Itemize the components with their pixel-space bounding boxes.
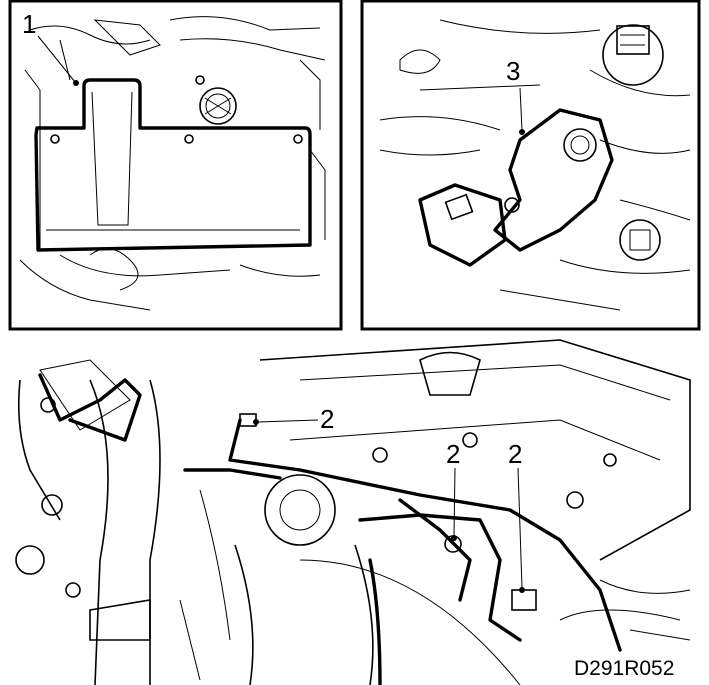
sensor-background-lines: [379, 19, 691, 311]
bracket-bolt: [504, 197, 520, 213]
callout-2-right-leader: [517, 467, 523, 589]
lower-bolt: [619, 219, 661, 261]
callout-2-right-dot: [519, 587, 525, 593]
figure-code: D291R052: [574, 657, 674, 680]
cover-ridge: [91, 91, 133, 226]
callout-2-left-leader: [257, 419, 319, 423]
clip-right: [511, 589, 537, 611]
callout-3-leader: [519, 87, 523, 131]
callout-1-leader: [37, 35, 76, 83]
clip-left: [239, 413, 257, 427]
callout-1-label: 1: [22, 9, 36, 39]
panel-engine-cover: 1: [8, 0, 343, 331]
panel-engine-overview: 2 2 2 D291R052: [15, 339, 691, 685]
callout-2-left-label: 2: [320, 404, 334, 434]
callout-1-dot: [73, 80, 79, 86]
callout-2-middle-leader: [453, 467, 456, 537]
callout-2-middle-label: 2: [446, 439, 460, 469]
engine-cover-outline: [34, 78, 312, 252]
mount-bolt: [602, 24, 664, 86]
panel-frame-top-right: [360, 0, 701, 331]
engine-overview-lines: [15, 339, 691, 685]
callout-3-label: 3: [506, 56, 520, 86]
callout-3-dot: [519, 129, 525, 135]
sensor-bracket-outline: [493, 108, 614, 252]
oil-filler-cap: [199, 87, 237, 125]
callout-2-middle-dot: [451, 535, 457, 541]
sensor-connector: [418, 183, 507, 267]
cover-bolts: [50, 75, 303, 144]
panel-frame-top-left: [8, 0, 343, 331]
sensor-head-ring: [563, 128, 597, 162]
connector-latch: [444, 193, 474, 221]
sensor-head-center: [570, 135, 590, 155]
callout-2-left-dot: [253, 419, 259, 425]
panel-sensor: 3: [360, 0, 701, 331]
wiring-harness: [38, 373, 622, 685]
callout-2-right-label: 2: [508, 439, 522, 469]
